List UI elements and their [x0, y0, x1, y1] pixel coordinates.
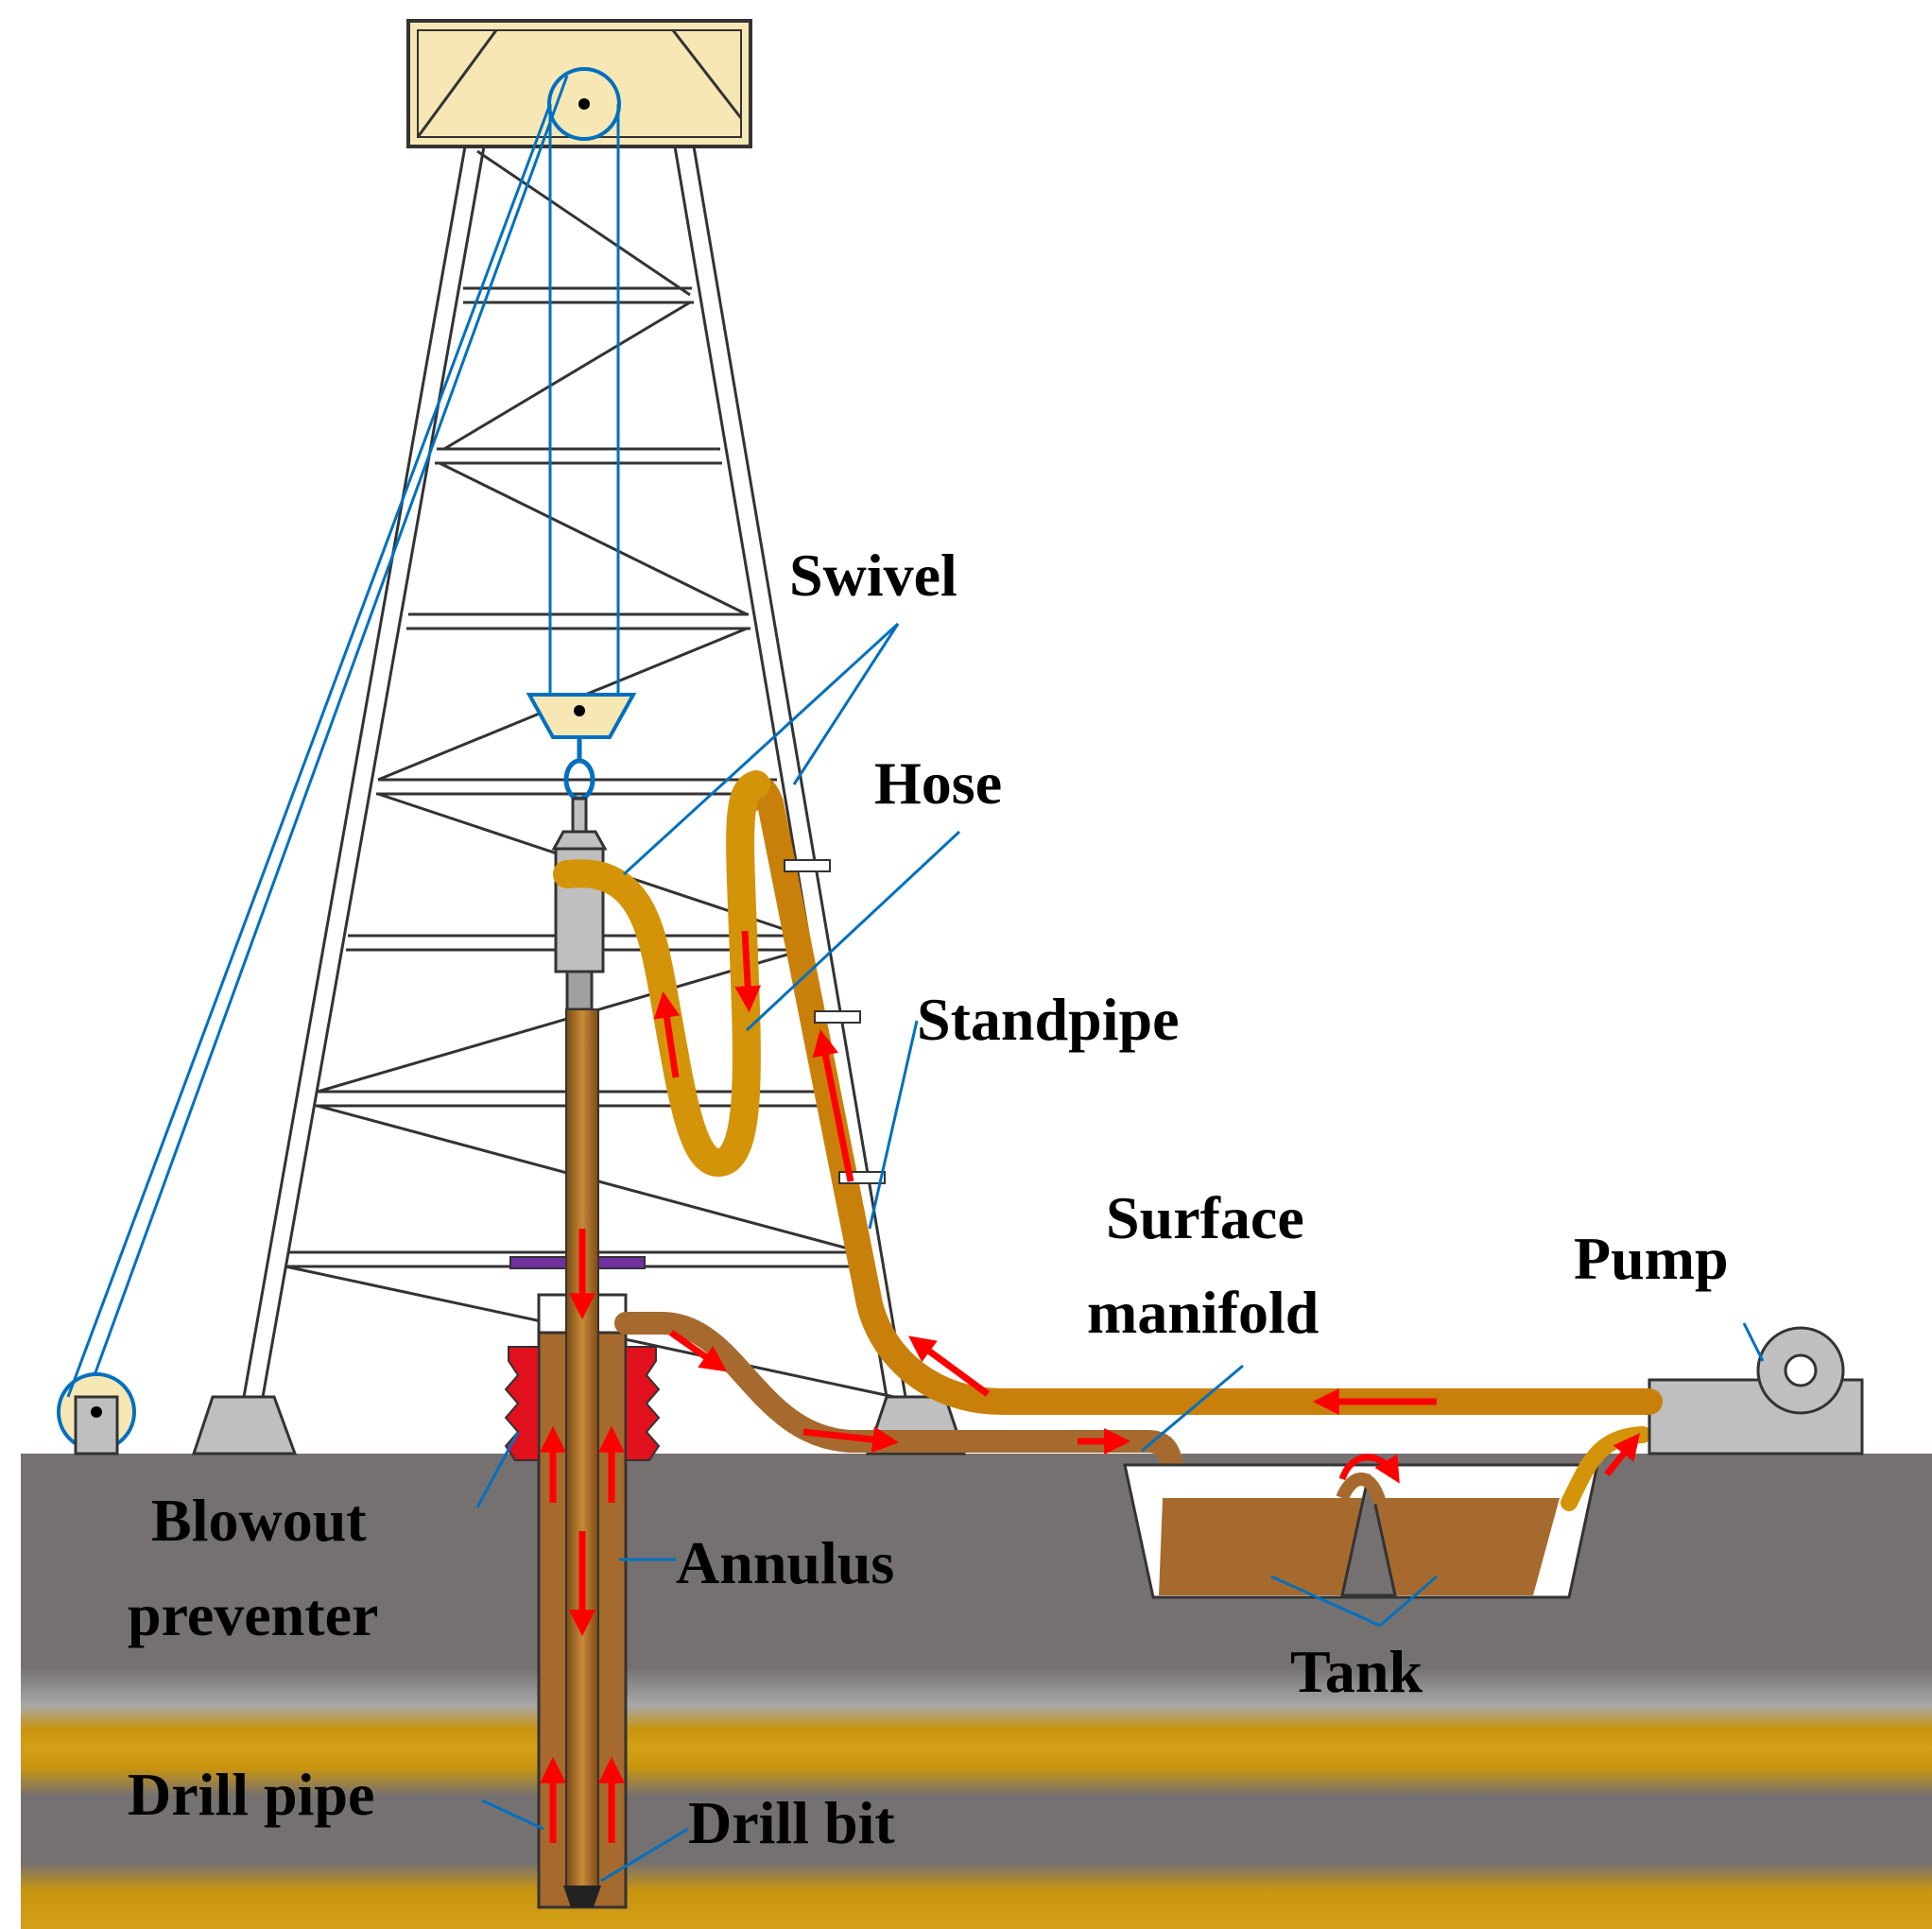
label-surface-manifold-2: manifold: [1087, 1279, 1319, 1346]
label-surface-manifold-1: Surface: [1106, 1184, 1304, 1251]
blowout-preventer: [504, 1346, 661, 1461]
derrick-foot-left: [191, 1395, 298, 1455]
label-standpipe: Standpipe: [917, 986, 1179, 1053]
hoist-lines: [66, 75, 620, 1398]
label-drill-pipe: Drill pipe: [128, 1761, 374, 1828]
swivel-assembly: [551, 797, 608, 1011]
label-pump: Pump: [1574, 1225, 1729, 1292]
drawworks: [57, 1372, 136, 1455]
mud-pump: [1647, 1326, 1864, 1455]
ground: [21, 1454, 1932, 1929]
label-tank: Tank: [1290, 1638, 1423, 1705]
drill-bit: [563, 1886, 601, 1907]
label-annulus: Annulus: [676, 1529, 894, 1596]
label-drill-bit: Drill bit: [688, 1789, 895, 1856]
flow-arrows: [540, 930, 1640, 1843]
drill-pipe: [565, 1008, 599, 1891]
mud-tank: [1123, 1463, 1599, 1599]
label-swivel: Swivel: [789, 542, 957, 609]
label-blowout-preventer-2: preventer: [128, 1581, 378, 1648]
leader-lines: [475, 622, 1765, 1883]
label-blowout-preventer-1: Blowout: [151, 1487, 367, 1554]
label-hose: Hose: [874, 749, 1002, 817]
traveling-block: [526, 693, 637, 801]
rotary-hose: [553, 770, 770, 1178]
return-line: [614, 1312, 1183, 1486]
